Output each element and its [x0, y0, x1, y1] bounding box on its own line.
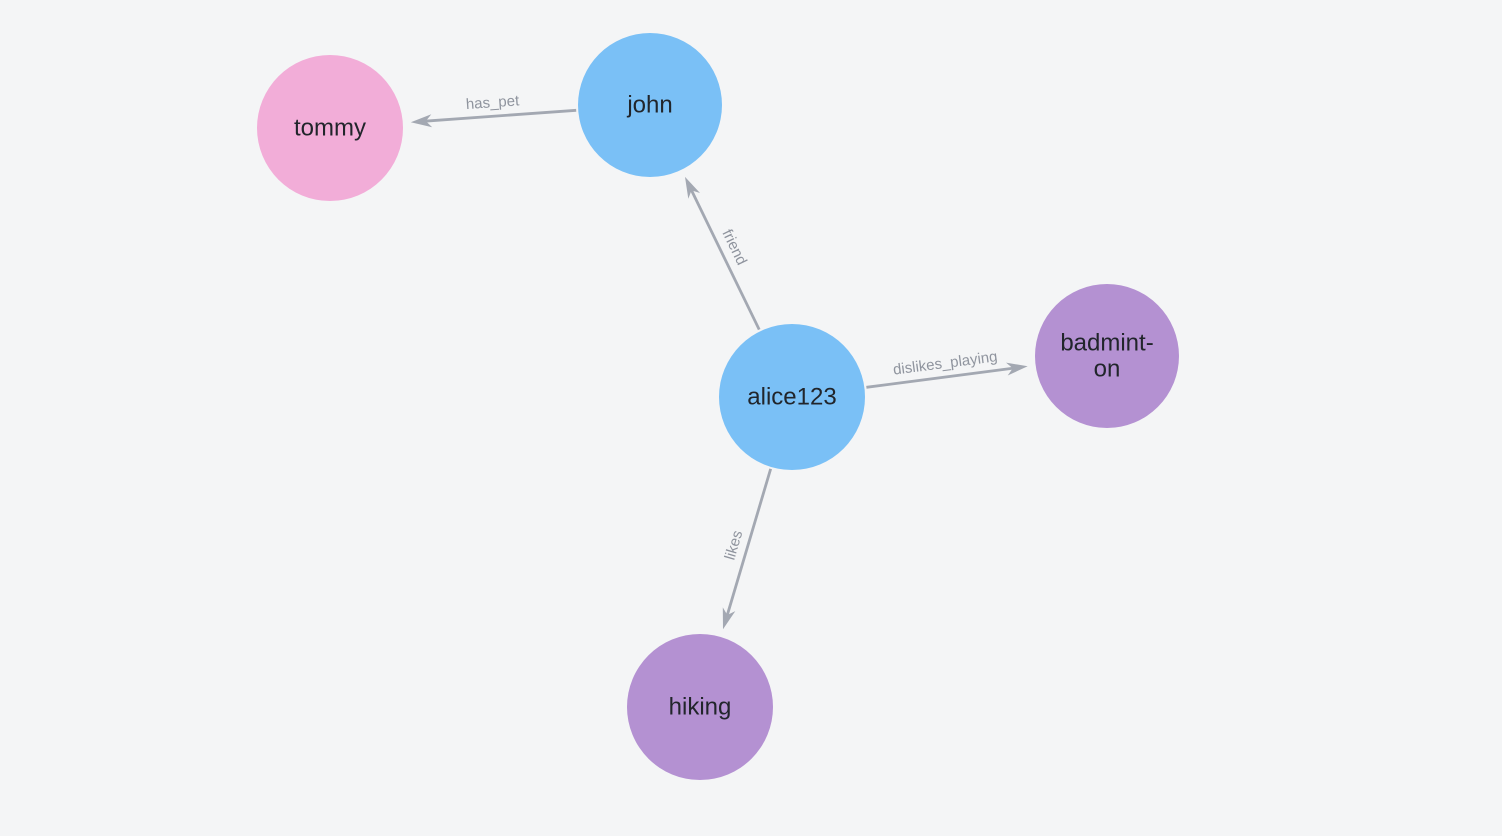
- edge-line[interactable]: [424, 108, 577, 123]
- graph-edge-alice123-badminton[interactable]: dislikes_playing: [866, 348, 1028, 389]
- edge-label: dislikes_playing: [892, 348, 998, 378]
- edge-arrowhead: [410, 114, 433, 128]
- graph-node-hiking[interactable]: hiking: [627, 634, 773, 780]
- graph-edge-john-tommy[interactable]: has_pet: [410, 92, 577, 128]
- graph-node-tommy[interactable]: tommy: [257, 55, 403, 201]
- edge-label: has_pet: [465, 92, 520, 113]
- edge-arrowhead: [722, 607, 736, 630]
- edge-arrowhead: [685, 176, 700, 199]
- node-circle[interactable]: [627, 634, 773, 780]
- graph-node-badminton[interactable]: badmint-on: [1035, 284, 1179, 428]
- edge-arrowhead: [1006, 362, 1028, 376]
- edge-label: friend: [718, 227, 750, 268]
- edge-line[interactable]: [725, 468, 773, 617]
- graph-edge-alice123-hiking[interactable]: likes: [722, 468, 773, 630]
- node-circle[interactable]: [578, 33, 722, 177]
- graph-node-john[interactable]: john: [578, 33, 722, 177]
- graph-node-alice123[interactable]: alice123: [719, 324, 865, 470]
- edge-label: likes: [722, 528, 747, 562]
- nodes-layer: tommy john alice123 badmint-on hiking: [257, 33, 1179, 780]
- edge-line[interactable]: [689, 188, 761, 331]
- graph-edge-alice123-john[interactable]: friend: [685, 176, 761, 331]
- node-circle[interactable]: [257, 55, 403, 201]
- node-circle[interactable]: [719, 324, 865, 470]
- edge-line[interactable]: [866, 366, 1014, 389]
- node-circle[interactable]: [1035, 284, 1179, 428]
